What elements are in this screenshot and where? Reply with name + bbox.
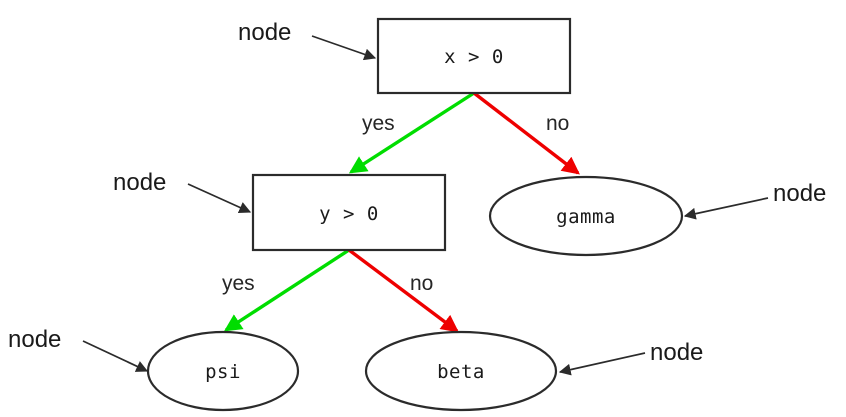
edge-label-group: yes no yes no [222, 112, 569, 295]
node-group: x > 0 y > 0 gamma psi beta [146, 17, 684, 412]
annotation-gamma-label: node [773, 180, 826, 207]
annotation-psi-label: node [8, 326, 61, 353]
edge-label-root-yes: yes [362, 112, 395, 135]
node-beta-label: beta [437, 361, 485, 383]
annotation-psi: node [8, 326, 149, 372]
node-inner[interactable]: y > 0 [251, 173, 447, 252]
annotation-root-pointer-icon [311, 35, 377, 61]
annotation-root: node [238, 19, 377, 61]
node-root-label: x > 0 [444, 46, 504, 68]
node-inner-rect[interactable] [251, 173, 447, 252]
node-beta-ellipse[interactable] [364, 330, 558, 412]
node-psi[interactable]: psi [146, 330, 300, 412]
edge-label-inner-yes: yes [222, 272, 255, 295]
annotation-inner: node [113, 169, 252, 214]
edge-label-inner-no: no [410, 272, 433, 295]
node-gamma-ellipse[interactable] [488, 175, 684, 257]
annotation-root-label: node [238, 19, 291, 46]
edge-inner-yes[interactable] [223, 248, 350, 332]
edge-label-root-no: no [546, 112, 569, 135]
annotation-gamma: node [683, 180, 826, 220]
annotation-beta-label: node [650, 339, 703, 366]
node-psi-label: psi [205, 361, 241, 383]
annotation-beta-pointer-icon [558, 352, 646, 376]
edge-inner-no[interactable] [347, 248, 459, 333]
annotation-psi-pointer-icon [82, 340, 149, 372]
node-inner-label: y > 0 [319, 203, 379, 225]
edge-group [223, 91, 580, 333]
annotation-group: node node node node node [8, 19, 826, 376]
node-gamma-label: gamma [556, 206, 616, 228]
annotation-gamma-pointer-icon [683, 197, 769, 220]
annotation-inner-label: node [113, 169, 166, 196]
node-root-rect[interactable] [376, 17, 572, 95]
node-beta[interactable]: beta [364, 330, 558, 412]
annotation-beta: node [558, 339, 703, 376]
edge-root-yes[interactable] [348, 91, 475, 174]
annotation-inner-pointer-icon [187, 183, 252, 214]
edge-root-no[interactable] [472, 91, 580, 175]
node-gamma[interactable]: gamma [488, 175, 684, 257]
node-root[interactable]: x > 0 [376, 17, 572, 95]
